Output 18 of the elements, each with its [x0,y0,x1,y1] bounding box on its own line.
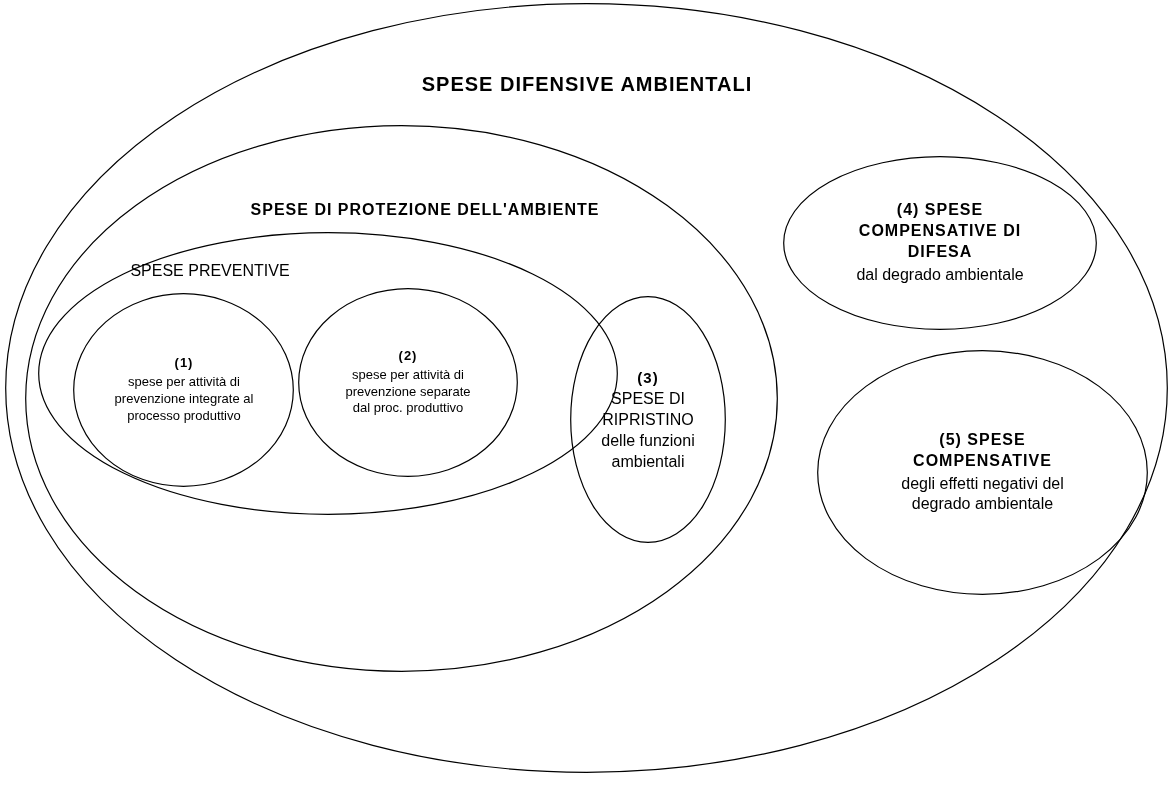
outer-ellipse [5,3,1168,773]
category-description: degli effetti negativi del degrado ambientale [900,473,1065,515]
category-ellipse [570,296,726,543]
ellipse-title: SPESE DIFENSIVE AMBIENTALI [421,72,753,97]
category-heading: (3) [637,367,659,388]
category-ellipse [783,156,1097,330]
category-description: spese per attività di prevenzione integrate al processo produttivo [113,374,255,425]
category-ellipse [298,288,518,477]
category-description: SPESE DI RIPRISTINO delle funzioni ambientali [600,389,696,472]
category-ellipse [817,350,1148,595]
category-ellipse [73,293,294,487]
category-description: dal degrado ambientale [856,264,1024,285]
protection-ellipse [25,125,778,672]
ellipse-title: SPESE DI PROTEZIONE DELL'AMBIENTE [250,199,600,220]
category-description: spese per attività di prevenzione separate dal proc. produttivo [344,366,472,418]
ellipse-title: SPESE PREVENTIVE [130,260,290,281]
category-heading: (2) [398,347,418,365]
category-heading: (1) [174,355,194,373]
